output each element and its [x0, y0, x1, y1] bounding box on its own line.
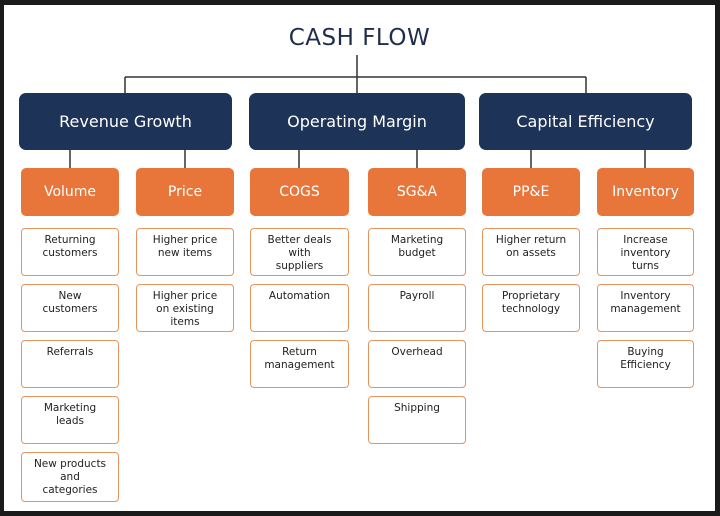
item-box: Better deals with suppliers [250, 228, 349, 276]
item-box: Automation [250, 284, 349, 332]
item-box: Shipping [368, 396, 466, 444]
subcategory-sga: SG&A [368, 168, 466, 216]
category-operating-margin: Operating Margin [249, 93, 465, 150]
item-box: Inventory management [597, 284, 694, 332]
subcategory-ppe: PP&E [482, 168, 580, 216]
item-box: Higher price on existing items [136, 284, 234, 332]
item-box: Returning customers [21, 228, 119, 276]
item-box: Higher return on assets [482, 228, 580, 276]
item-box: Increase inventory turns [597, 228, 694, 276]
item-box: Proprietary technology [482, 284, 580, 332]
cash-flow-diagram: CASH FLOW Revenue Growth Operating Margi… [4, 5, 715, 511]
item-box: Return management [250, 340, 349, 388]
subcategory-inventory: Inventory [597, 168, 694, 216]
item-box: Buying Efficiency [597, 340, 694, 388]
connector-lines [69, 55, 646, 168]
category-capital-efficiency: Capital Efficiency [479, 93, 692, 150]
subcategory-cogs: COGS [250, 168, 349, 216]
subcategory-price: Price [136, 168, 234, 216]
item-box: New products and categories [21, 452, 119, 502]
item-box: Marketing leads [21, 396, 119, 444]
diagram-title: CASH FLOW [288, 25, 431, 51]
item-box: New customers [21, 284, 119, 332]
item-box: Higher price new items [136, 228, 234, 276]
item-box: Marketing budget [368, 228, 466, 276]
item-box: Overhead [368, 340, 466, 388]
subcategory-volume: Volume [21, 168, 119, 216]
item-box: Referrals [21, 340, 119, 388]
category-revenue-growth: Revenue Growth [19, 93, 232, 150]
item-box: Payroll [368, 284, 466, 332]
